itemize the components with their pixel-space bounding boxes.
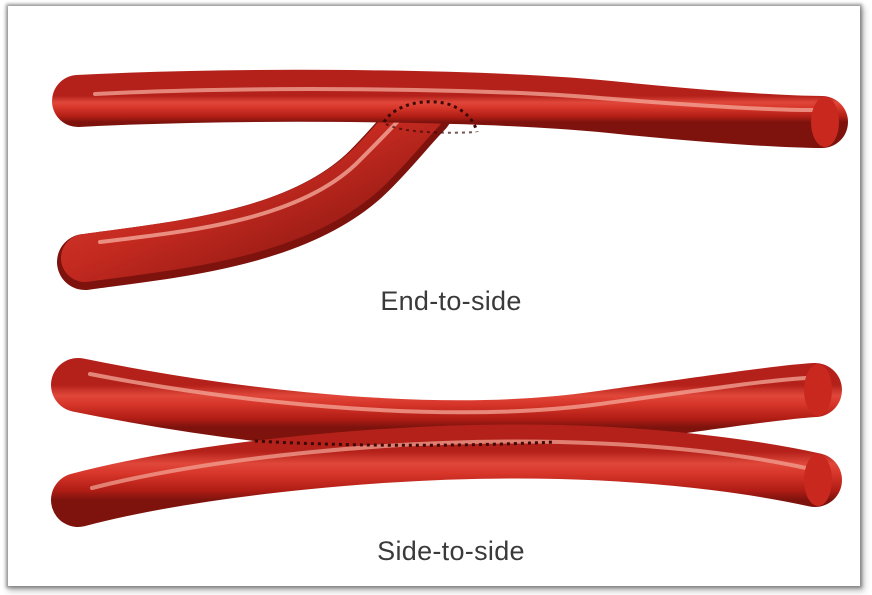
caption-side-to-side: Side-to-side: [15, 536, 872, 567]
caption-end-to-side: End-to-side: [15, 286, 872, 317]
branch-vessel: [85, 106, 425, 262]
side-to-side-lower-vessel: [78, 441, 832, 506]
main-vessel-top: [78, 89, 839, 147]
side-to-side-upper-vessel: [78, 364, 832, 427]
